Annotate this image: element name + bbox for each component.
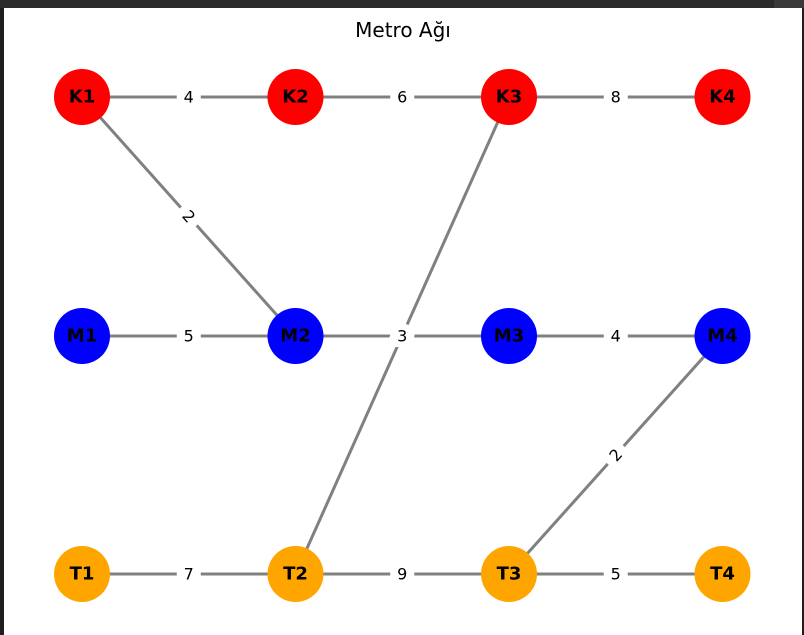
- edge-weight-T2-T3: 9: [390, 563, 415, 585]
- edge-weight-text: 3: [397, 327, 407, 346]
- station-label: T2: [283, 564, 308, 585]
- top-bar-accent: [774, 0, 804, 8]
- station-node-t2: T2: [267, 546, 324, 602]
- edge-weight-K3-K4: 8: [603, 86, 628, 108]
- edge-weight-text: 6: [397, 88, 407, 107]
- station-circle: [481, 69, 537, 125]
- station-label: K3: [496, 87, 522, 108]
- station-node-m3: M3: [481, 308, 537, 364]
- edge-labels-layer: 468235342795: [172, 86, 632, 585]
- station-circle: [481, 308, 537, 364]
- edge-weight-background: [390, 563, 415, 585]
- station-node-m4: M4: [694, 308, 751, 364]
- station-node-k3: K3: [481, 69, 537, 125]
- station-circle: [481, 546, 537, 602]
- station-label: T4: [710, 564, 735, 585]
- edge-weight-background: [176, 325, 201, 347]
- station-node-m2: M2: [267, 308, 324, 364]
- station-node-k2: K2: [267, 69, 324, 125]
- edge-weight-background: [603, 325, 628, 347]
- station-circle: [54, 69, 110, 125]
- edge-weight-text: 7: [184, 565, 194, 584]
- station-node-m1: M1: [54, 308, 110, 364]
- edge-weight-K1-M2: 2: [172, 200, 205, 233]
- station-circle: [54, 308, 110, 364]
- edge-weight-background: [176, 86, 201, 108]
- figure-canvas: Metro Ağı 468235342795 K1K2K3K4M1M2M3M4T…: [4, 8, 802, 635]
- station-label: T3: [497, 564, 522, 585]
- edge-weight-text: 4: [611, 327, 621, 346]
- edge-weight-M4-T3: 2: [599, 438, 632, 472]
- station-node-k1: K1: [54, 69, 110, 125]
- edge-weight-background: [390, 86, 415, 108]
- edge-weight-background: [176, 563, 201, 585]
- station-node-t3: T3: [481, 546, 537, 602]
- station-node-k4: K4: [694, 69, 751, 125]
- station-label: M2: [280, 326, 310, 347]
- edge-weight-text: 8: [611, 88, 621, 107]
- station-circle: [694, 308, 751, 364]
- top-bar: [0, 0, 804, 8]
- station-circle: [694, 546, 751, 602]
- station-circle: [54, 546, 110, 602]
- edge-weight-text: 5: [184, 327, 194, 346]
- edge-weight-M2-M3: 3: [390, 325, 415, 347]
- station-label: K4: [709, 87, 735, 108]
- edge-weight-text: 9: [397, 565, 407, 584]
- station-circle: [267, 69, 324, 125]
- edge-weight-background: [603, 86, 628, 108]
- edge-weight-M1-M2: 5: [176, 325, 201, 347]
- edge-weight-background: [390, 325, 415, 347]
- edge-weight-background: [599, 438, 632, 472]
- station-label: M1: [67, 326, 97, 347]
- station-label: K2: [282, 87, 308, 108]
- edge-weight-M3-M4: 4: [603, 325, 628, 347]
- diagram-title: Metro Ağı: [355, 18, 451, 42]
- edge-weight-T3-T4: 5: [603, 563, 628, 585]
- edge-weight-K2-K3: 6: [390, 86, 415, 108]
- edge-weight-text: 4: [184, 88, 194, 107]
- station-circle: [267, 308, 324, 364]
- edge-weight-T1-T2: 7: [176, 563, 201, 585]
- edge-weight-text: 5: [611, 565, 621, 584]
- station-node-t1: T1: [54, 546, 110, 602]
- station-label: M3: [494, 326, 524, 347]
- edge-weight-background: [603, 563, 628, 585]
- station-circle: [694, 69, 751, 125]
- station-circle: [267, 546, 324, 602]
- station-label: T1: [70, 564, 95, 585]
- station-node-t4: T4: [694, 546, 751, 602]
- station-label: K1: [69, 87, 95, 108]
- station-label: M4: [707, 326, 737, 347]
- edge-weight-K1-K2: 4: [176, 86, 201, 108]
- edge-weight-background: [172, 200, 205, 233]
